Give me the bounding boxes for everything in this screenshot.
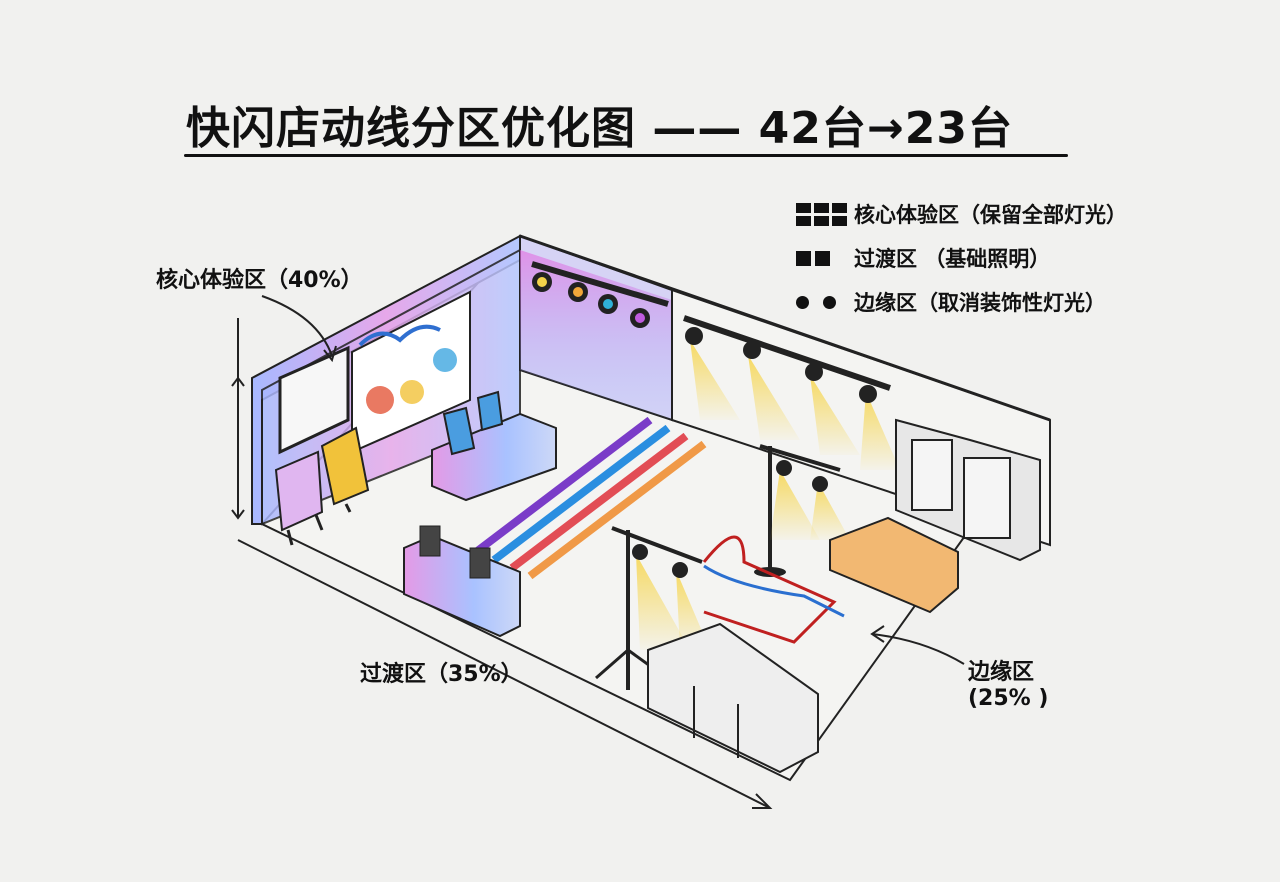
zone-label-edge-name: 边缘区: [968, 660, 1035, 685]
two-dots-icon: [796, 295, 854, 309]
dim-line-length: [237, 539, 771, 809]
legend-label-core: 核心体验区（保留全部灯光）: [854, 203, 1127, 227]
zone-label-transition: 过渡区（35%）: [360, 662, 523, 687]
orange-display-box: [829, 516, 959, 614]
two-squares-icon: [796, 250, 854, 266]
core-leader-arrow: [261, 295, 333, 357]
nine-squares-icon: [796, 202, 854, 226]
floor-stripes: [473, 416, 707, 580]
spotlights-core: [532, 272, 650, 328]
legend-item-edge: 边缘区（取消装饰性灯光）: [796, 280, 1127, 324]
easel-2: [320, 426, 370, 506]
spotlights-transition: [685, 327, 900, 470]
zone-label-edge: 边缘区 (25% ): [968, 654, 1048, 711]
page-title: 快闪店动线分区优化图 —— 42台→23台: [186, 103, 1013, 154]
legend-label-transition: 过渡区 （基础照明）: [854, 247, 1051, 271]
wall-screen: [278, 345, 350, 455]
easel-1: [274, 450, 324, 532]
legend-item-core: 核心体验区（保留全部灯光）: [796, 192, 1127, 236]
legend: 核心体验区（保留全部灯光） 过渡区 （基础照明） 边缘区（取消装饰性灯光）: [796, 192, 1127, 324]
legend-label-edge: 边缘区（取消装饰性灯光）: [854, 291, 1106, 315]
title-underline: [184, 154, 1068, 157]
zone-label-edge-percent: (25% ): [968, 686, 1049, 711]
low-cabinet: [647, 622, 819, 774]
legend-item-transition: 过渡区 （基础照明）: [796, 236, 1127, 280]
zone-label-core: 核心体验区（40%）: [156, 268, 363, 293]
counter-back: [431, 412, 557, 502]
edge-leader-arrow: [871, 633, 965, 665]
